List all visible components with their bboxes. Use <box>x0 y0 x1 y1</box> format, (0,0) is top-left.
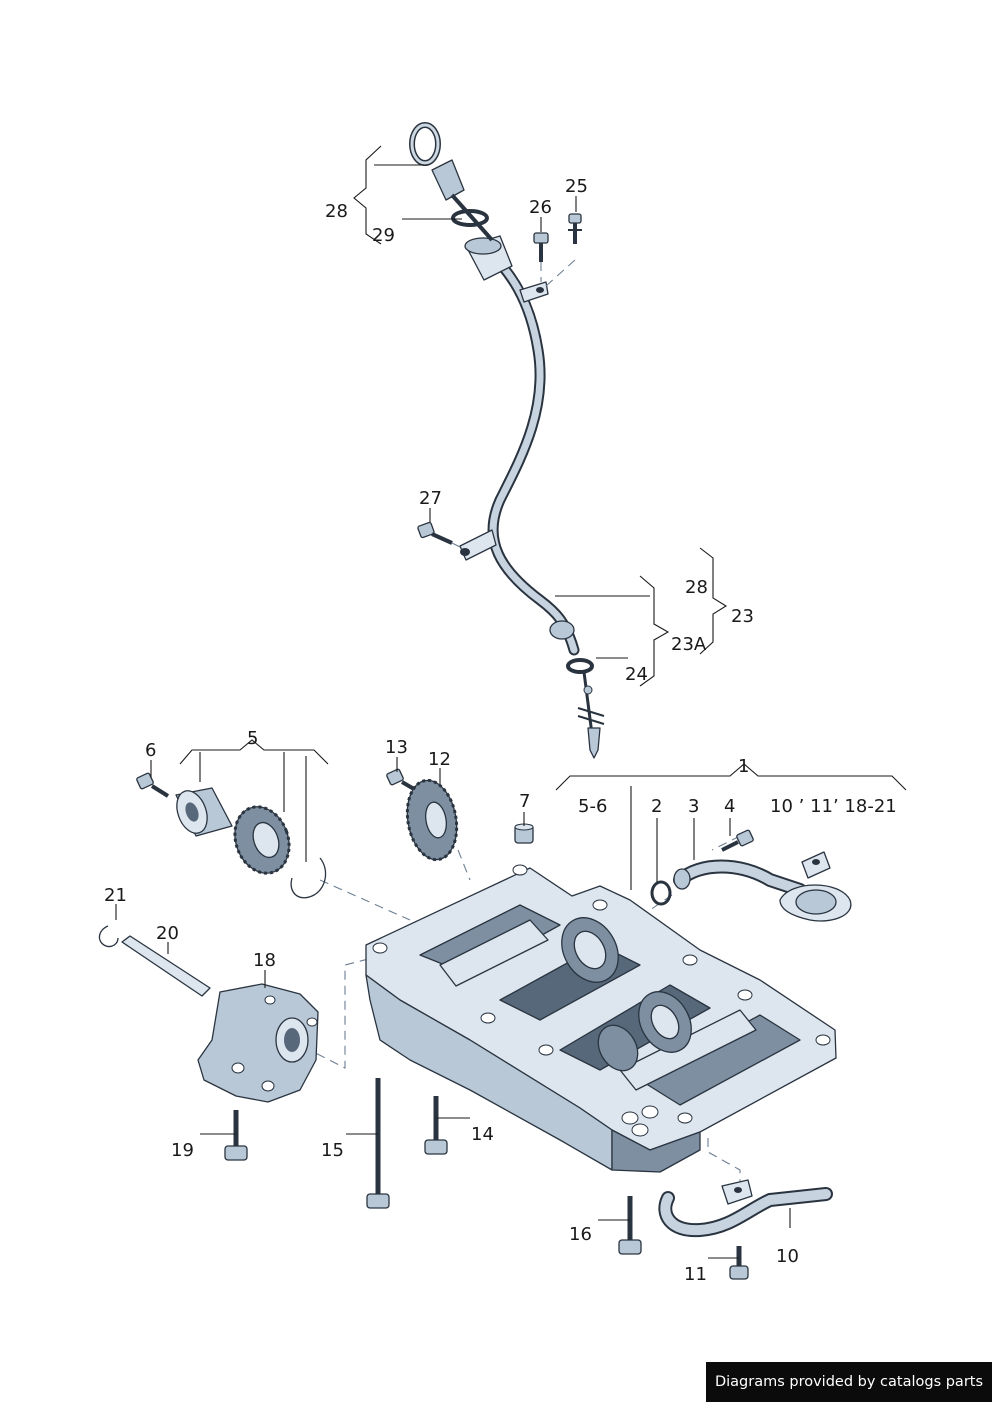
gear-12 <box>405 778 459 862</box>
balance-shaft-housing <box>365 864 837 1173</box>
callout-21: 21 <box>104 885 127 906</box>
callout-12: 12 <box>428 749 451 770</box>
shaft-20 <box>121 935 211 997</box>
helical-gear-5 <box>233 805 291 875</box>
leader-lines <box>115 145 907 1259</box>
dipstick-tip <box>587 727 601 759</box>
clip-25 <box>568 213 582 244</box>
callout-6: 6 <box>145 740 156 761</box>
bolt-4 <box>721 829 754 852</box>
callout-3: 3 <box>688 796 699 817</box>
dipstick-o-ring <box>451 209 489 227</box>
bolt-15 <box>366 1078 390 1209</box>
bolt-19 <box>224 1110 248 1161</box>
callout-25: 25 <box>565 176 588 197</box>
callout-18: 18 <box>253 950 276 971</box>
callout-labels: 28 29 25 26 27 28 23 23A 24 1 5-6 2 3 4 … <box>104 176 897 1285</box>
callout-26: 26 <box>529 197 552 218</box>
bottom-bolts <box>224 1078 749 1280</box>
assembly-axes <box>289 259 741 1190</box>
callout-10: 10 <box>776 1246 799 1267</box>
tube-lower-o-ring <box>566 658 594 674</box>
oil-pipes <box>650 829 852 1238</box>
callout-29: 29 <box>372 225 395 246</box>
bolt-16 <box>618 1196 642 1255</box>
callout-23: 23 <box>731 606 754 627</box>
callout-2: 2 <box>651 796 662 817</box>
bolt-11 <box>729 1246 749 1280</box>
o-ring-2 <box>650 880 672 906</box>
bolt-6 <box>136 772 170 798</box>
footer-credit-badge: Diagrams provided by catalogs parts <box>706 1362 992 1402</box>
tube-lower-sleeve <box>549 620 575 640</box>
callout-28-top: 28 <box>325 201 348 222</box>
bolt-14 <box>424 1096 448 1155</box>
circlip-5 <box>290 857 327 899</box>
bolt-27 <box>417 521 453 545</box>
circlip-21 <box>98 925 119 948</box>
callout-10-11-18-21: 10 ’ 11’ 18-21 <box>770 796 897 817</box>
dipstick-cap <box>431 159 465 201</box>
oil-pump-18 <box>197 983 319 1103</box>
callout-28-right: 28 <box>685 577 708 598</box>
callout-1: 1 <box>738 756 749 777</box>
callout-19: 19 <box>171 1140 194 1161</box>
left-parts <box>98 768 534 1103</box>
dipstick-assembly <box>409 122 605 759</box>
callout-24: 24 <box>625 664 648 685</box>
callout-23a: 23A <box>671 634 707 655</box>
bushing-5 <box>175 787 233 837</box>
callout-20: 20 <box>156 923 179 944</box>
callout-16: 16 <box>569 1224 592 1245</box>
callout-13: 13 <box>385 737 408 758</box>
callout-27: 27 <box>419 488 442 509</box>
footer-credit-text: Diagrams provided by catalogs parts <box>714 1374 984 1390</box>
sleeve-7 <box>514 823 534 844</box>
callout-11: 11 <box>684 1264 707 1285</box>
upper-bracket <box>519 281 549 303</box>
callout-7: 7 <box>519 791 530 812</box>
callout-5-6: 5-6 <box>578 796 607 817</box>
callout-4: 4 <box>724 796 735 817</box>
bolt-13 <box>386 768 416 791</box>
callout-15: 15 <box>321 1140 344 1161</box>
bolt-26 <box>533 232 549 262</box>
callout-14: 14 <box>471 1124 494 1145</box>
callout-5: 5 <box>247 728 258 749</box>
